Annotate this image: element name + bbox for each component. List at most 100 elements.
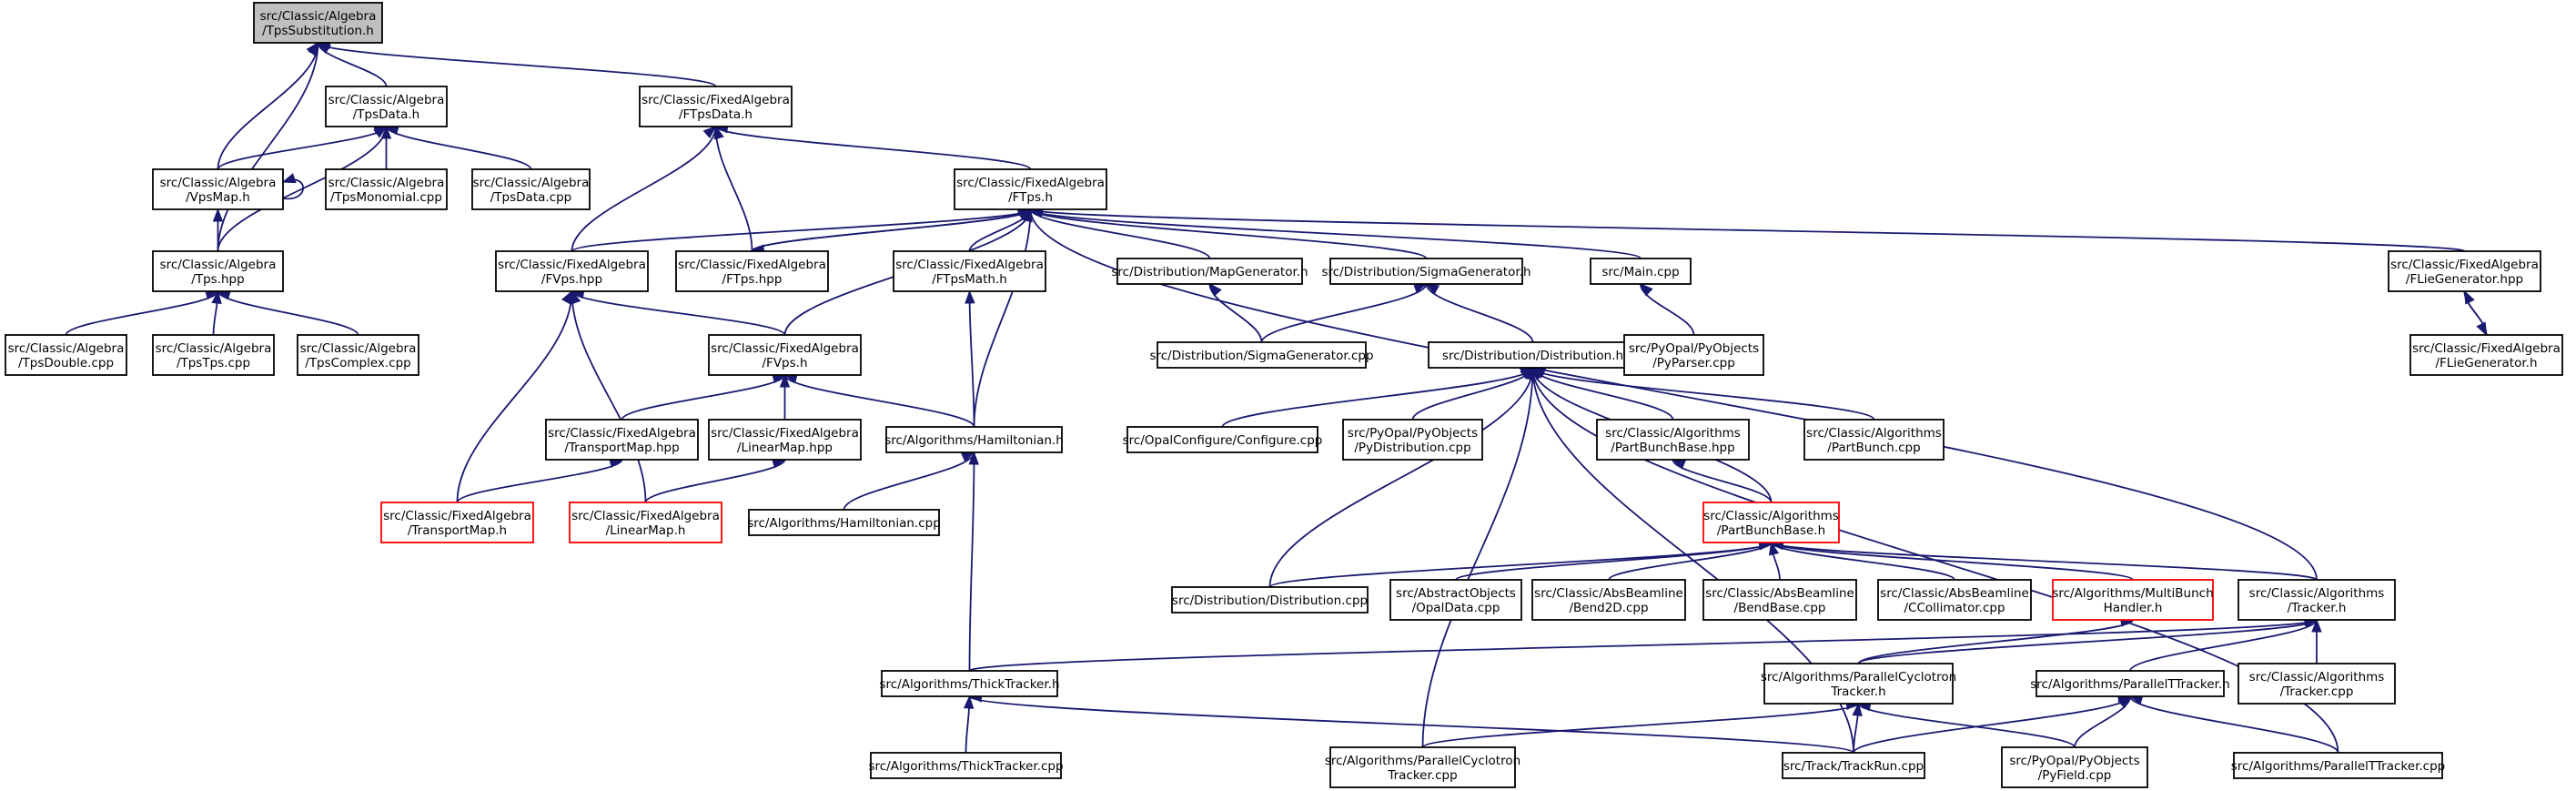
node-layer: src/Classic/Algebra/TpsSubstitution.hsrc… bbox=[5, 2, 2563, 788]
graph-node-ftpsdata[interactable]: src/Classic/FixedAlgebra/FTpsData.h bbox=[639, 86, 793, 127]
node-box bbox=[1596, 419, 1750, 461]
edge-tpsdata-to-tpssub bbox=[317, 42, 388, 87]
node-label-line: src/Classic/Algebra bbox=[8, 341, 125, 356]
graph-node-trackerh[interactable]: src/Classic/Algorithms/Tracker.h bbox=[2238, 579, 2396, 621]
graph-node-tpsmono[interactable]: src/Classic/Algebra/TpsMonomial.cpp bbox=[325, 168, 448, 210]
edge-ftpshpp-to-ftpsdata bbox=[713, 125, 753, 252]
graph-node-sigmagencpp[interactable]: src/Distribution/SigmaGenerator.cpp bbox=[1149, 341, 1374, 369]
node-label-line: src/Classic/AbsBeamline bbox=[1880, 586, 2029, 601]
node-box bbox=[2238, 663, 2396, 705]
node-label-line: /Tracker.h bbox=[2288, 601, 2347, 615]
graph-node-trackercpp[interactable]: src/Classic/Algorithms/Tracker.cpp bbox=[2238, 663, 2396, 705]
node-label-line: /TpsSubstitution.h bbox=[262, 24, 374, 38]
graph-node-pcyclotroncpp[interactable]: src/Algorithms/ParallelCyclotronTracker.… bbox=[1325, 746, 1520, 788]
graph-node-tpstps[interactable]: src/Classic/Algebra/TpsTps.cpp bbox=[152, 334, 275, 376]
graph-node-tpscomplex[interactable]: src/Classic/Algebra/TpsComplex.cpp bbox=[297, 334, 419, 376]
node-label-line: /TpsData.h bbox=[353, 107, 419, 122]
node-box bbox=[2238, 579, 2396, 621]
graph-node-linearmaph[interactable]: src/Classic/FixedAlgebra/LinearMap.h bbox=[569, 502, 722, 543]
node-label-line: src/Classic/Algebra bbox=[328, 176, 445, 190]
node-label-line: /PyParser.cpp bbox=[1652, 356, 1735, 370]
graph-node-flieh[interactable]: src/Classic/FixedAlgebra/FLieGenerator.h bbox=[2409, 334, 2563, 376]
graph-node-tpsdata[interactable]: src/Classic/Algebra/TpsData.h bbox=[325, 86, 448, 127]
node-box bbox=[325, 168, 448, 210]
graph-node-partbunchbaseh[interactable]: src/Classic/Algorithms/PartBunchBase.h bbox=[1702, 502, 1840, 543]
graph-node-tpssub[interactable]: src/Classic/Algebra/TpsSubstitution.h bbox=[253, 2, 383, 44]
node-box bbox=[152, 250, 284, 292]
graph-node-fvpshpp[interactable]: src/Classic/FixedAlgebra/FVps.hpp bbox=[495, 250, 649, 292]
graph-node-linearmaphpp[interactable]: src/Classic/FixedAlgebra/LinearMap.hpp bbox=[708, 419, 862, 461]
graph-node-partbunchbasehpp[interactable]: src/Classic/Algorithms/PartBunchBase.hpp bbox=[1596, 419, 1750, 461]
node-label-line: /TransportMap.hpp bbox=[564, 441, 679, 455]
graph-node-configurecpp[interactable]: src/OpalConfigure/Configure.cpp bbox=[1123, 426, 1323, 453]
graph-node-sigmagen[interactable]: src/Distribution/SigmaGenerator.h bbox=[1321, 258, 1531, 285]
node-box bbox=[297, 334, 419, 376]
node-box bbox=[675, 250, 829, 292]
node-label-line: src/Classic/FixedAlgebra bbox=[571, 509, 720, 523]
edge-sigmagencpp-to-mapgen bbox=[1208, 282, 1263, 343]
edge-thicktrackercpp-to-thicktrackerh bbox=[963, 695, 975, 754]
node-box bbox=[1126, 426, 1318, 453]
graph-node-pydistcpp[interactable]: src/PyOpal/PyObjects/PyDistribution.cpp bbox=[1342, 419, 1483, 461]
graph-node-pyparser[interactable]: src/PyOpal/PyObjects/PyParser.cpp bbox=[1623, 334, 1764, 376]
graph-node-ccollimator[interactable]: src/Classic/AbsBeamline/CCollimator.cpp bbox=[1877, 579, 2032, 621]
edge-maincpp-to-ftps bbox=[1029, 205, 1642, 259]
node-label-line: /FLieGenerator.hpp bbox=[2406, 272, 2523, 287]
edge-layer bbox=[65, 38, 2488, 754]
graph-node-opaldata[interactable]: src/AbstractObjects/OpalData.cpp bbox=[1389, 579, 1522, 621]
graph-node-transportmaphpp[interactable]: src/Classic/FixedAlgebra/TransportMap.hp… bbox=[545, 419, 699, 461]
edge-pyparser-to-maincpp bbox=[1639, 283, 1695, 336]
node-box bbox=[1342, 419, 1483, 461]
graph-node-hamiltoniancpp[interactable]: src/Algorithms/Hamiltonian.cpp bbox=[747, 509, 941, 536]
graph-node-pyfield[interactable]: src/PyOpal/PyObjects/PyField.cpp bbox=[2001, 746, 2148, 788]
graph-node-pcyclotronh[interactable]: src/Algorithms/ParallelCyclotronTracker.… bbox=[1761, 663, 1956, 705]
node-box bbox=[881, 670, 1058, 697]
edge-ftps-to-ftpsdata bbox=[714, 123, 1032, 170]
graph-node-tpsdatacpp[interactable]: src/Classic/Algebra/TpsData.cpp bbox=[471, 168, 591, 210]
graph-node-maincpp[interactable]: src/Main.cpp bbox=[1590, 258, 1692, 285]
edge-pcyclotronh-to-trackerh bbox=[1857, 615, 2318, 664]
graph-node-distcpp[interactable]: src/Distribution/Distribution.cpp bbox=[1171, 586, 1369, 614]
node-box bbox=[1590, 258, 1692, 285]
node-label-line: src/Algorithms/ParallelTTracker.cpp bbox=[2231, 759, 2445, 774]
graph-node-pttrackercpp[interactable]: src/Algorithms/ParallelTTracker.cpp bbox=[2231, 752, 2445, 779]
edge-tpsmono-to-tpsdata bbox=[380, 125, 392, 170]
node-label-line: /TpsTps.cpp bbox=[177, 356, 250, 370]
graph-node-tpsdouble[interactable]: src/Classic/Algebra/TpsDouble.cpp bbox=[5, 334, 127, 376]
node-label-line: /Tracker.cpp bbox=[2280, 685, 2354, 699]
node-label-line: src/Classic/Algorithms bbox=[1806, 426, 1942, 441]
node-label-line: src/Algorithms/ParallelCyclotron bbox=[1325, 754, 1520, 768]
graph-node-tpshpp[interactable]: src/Classic/Algebra/Tps.hpp bbox=[152, 250, 284, 292]
node-label-line: src/PyOpal/PyObjects bbox=[2009, 754, 2139, 768]
graph-node-thicktrackerh[interactable]: src/Algorithms/ThickTracker.h bbox=[879, 670, 1060, 697]
node-box bbox=[380, 502, 534, 543]
node-box bbox=[2409, 334, 2563, 376]
edge-fvpshpp-to-ftpsdata bbox=[571, 126, 717, 252]
node-label-line: /LinearMap.hpp bbox=[737, 441, 833, 455]
node-label-line: /Bend2D.cpp bbox=[1569, 601, 1648, 615]
graph-node-fvpsh[interactable]: src/Classic/FixedAlgebra/FVps.h bbox=[708, 334, 862, 376]
graph-node-mapgen[interactable]: src/Distribution/MapGenerator.h bbox=[1111, 258, 1308, 285]
edge-pyfield-to-pttrackerh bbox=[2074, 695, 2132, 748]
node-label-line: /Tps.hpp bbox=[191, 272, 244, 287]
graph-node-ftps[interactable]: src/Classic/FixedAlgebra/FTps.h bbox=[954, 168, 1107, 210]
graph-node-trackrun[interactable]: src/Track/TrackRun.cpp bbox=[1782, 752, 1925, 779]
graph-node-pttrackerh[interactable]: src/Algorithms/ParallelTTracker.h bbox=[2030, 670, 2230, 697]
graph-node-vpsmap[interactable]: src/Classic/Algebra/VpsMap.h bbox=[152, 168, 284, 210]
graph-node-ftpshpp[interactable]: src/Classic/FixedAlgebra/FTps.hpp bbox=[675, 250, 829, 292]
node-label-line: /PartBunch.cpp bbox=[1827, 441, 1920, 455]
node-label-line: src/Distribution/Distribution.h bbox=[1442, 349, 1623, 363]
graph-node-bend2d[interactable]: src/Classic/AbsBeamline/Bend2D.cpp bbox=[1531, 579, 1686, 621]
graph-node-ftpsmath[interactable]: src/Classic/FixedAlgebra/FTpsMath.h bbox=[893, 250, 1046, 292]
graph-node-fliehpp[interactable]: src/Classic/FixedAlgebra/FLieGenerator.h… bbox=[2388, 250, 2541, 292]
node-box bbox=[885, 426, 1063, 453]
edge-pyfield-to-pcyclotronh bbox=[1857, 701, 2076, 748]
graph-node-hamiltonianh[interactable]: src/Algorithms/Hamiltonian.h bbox=[884, 426, 1064, 453]
graph-node-partbunchcpp[interactable]: src/Classic/Algorithms/PartBunch.cpp bbox=[1803, 419, 1945, 461]
graph-node-thicktrackercpp[interactable]: src/Algorithms/ThickTracker.cpp bbox=[868, 752, 1064, 779]
graph-node-transportmaph[interactable]: src/Classic/FixedAlgebra/TransportMap.h bbox=[380, 502, 534, 543]
graph-node-disth[interactable]: src/Distribution/Distribution.h bbox=[1428, 341, 1638, 369]
node-label-line: src/Classic/FixedAlgebra bbox=[2390, 258, 2539, 272]
graph-node-bendbase[interactable]: src/Classic/AbsBeamline/BendBase.cpp bbox=[1702, 579, 1857, 621]
